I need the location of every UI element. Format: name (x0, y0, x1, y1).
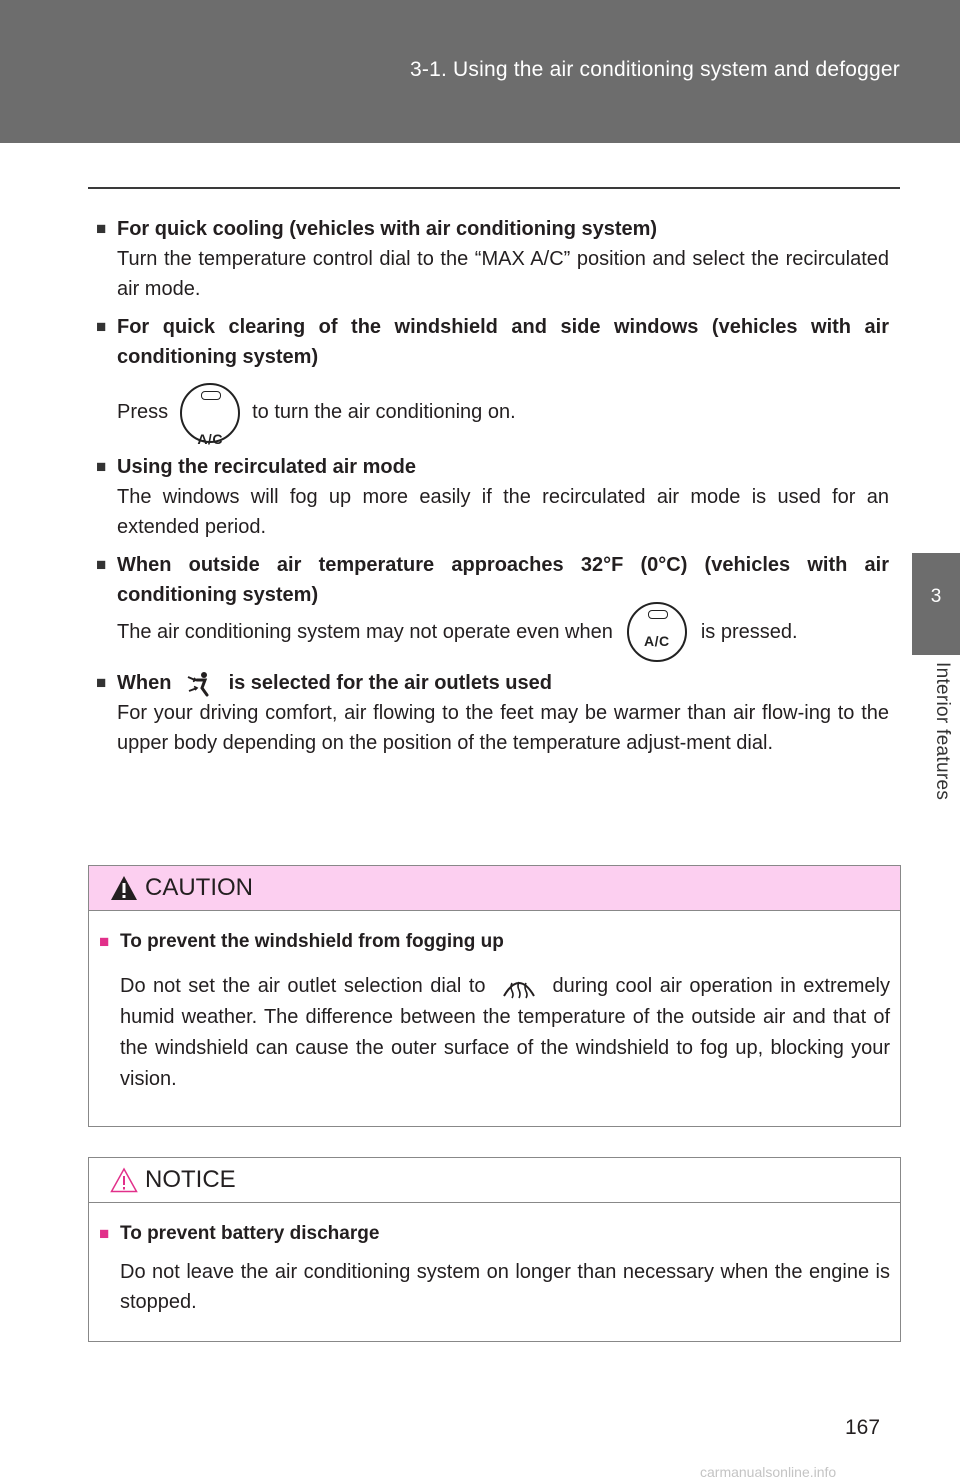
notice-box: NOTICE ■ To prevent battery discharge Do… (88, 1157, 901, 1342)
top-rule (88, 187, 900, 189)
list-item: ■ For quick cooling (vehicles with air c… (96, 214, 889, 304)
bullet: ■ (96, 317, 107, 336)
feet-upper-airflow-icon (187, 671, 209, 697)
item-heading: ■ Using the recirculated air mode (96, 452, 889, 482)
item-body: For your driving comfort, air flowing to… (117, 702, 889, 754)
page-number: 167 (845, 1416, 881, 1439)
warning-triangle-icon (111, 876, 137, 900)
chapter-label: Interior features (932, 662, 953, 801)
page-header: 3-1. Using the air conditioning system a… (0, 0, 960, 143)
item-heading: ■ When outside air temperature approache… (96, 550, 889, 610)
chapter-label-box (912, 655, 960, 855)
section-title: 3-1. Using the air conditioning system a… (410, 58, 900, 81)
item-heading: ■ For quick clearing of the windshield a… (96, 312, 889, 372)
bullet: ■ (99, 932, 110, 951)
chapter-number-box (912, 553, 960, 655)
item-heading: ■ When is selected for the air outlets u… (96, 668, 889, 698)
notice-label: NOTICE (145, 1166, 236, 1193)
caution-heading: ■ To prevent the windshield from fogging… (99, 927, 890, 957)
caution-header: CAUTION (89, 866, 900, 911)
item-body: The air conditioning system may not oper… (117, 602, 889, 662)
main-content: ■ For quick cooling (vehicles with air c… (96, 214, 889, 766)
list-item: ■ Using the recirculated air mode The wi… (96, 452, 889, 542)
ac-button-icon: A/C (626, 602, 687, 662)
caution-box: CAUTION ■ To prevent the windshield from… (88, 865, 901, 1127)
item-body: The windows will fog up more easily if t… (117, 486, 889, 538)
bullet: ■ (96, 219, 107, 238)
warning-triangle-outline-icon (110, 1167, 138, 1193)
bullet: ■ (99, 1224, 110, 1243)
bullet: ■ (96, 555, 107, 574)
caution-body: Do not set the air outlet selection dial… (120, 975, 891, 1090)
notice-body: Do not leave the air conditioning system… (120, 1261, 890, 1313)
bullet: ■ (96, 673, 107, 692)
bullet: ■ (96, 457, 107, 476)
windshield-defroster-icon (503, 981, 535, 999)
notice-heading: ■ To prevent battery discharge (99, 1219, 890, 1249)
watermark: carmanualsonline.info (700, 1464, 837, 1480)
list-item: ■ When outside air temperature approache… (96, 550, 889, 662)
notice-header: NOTICE (89, 1158, 900, 1203)
ac-button-icon: A/C (180, 382, 241, 447)
chapter-number: 3 (930, 586, 942, 607)
item-body: Turn the temperature control dial to the… (117, 248, 889, 300)
item-heading: ■ For quick cooling (vehicles with air c… (96, 214, 889, 244)
list-item: ■ When is selected for the air outlets u… (96, 668, 889, 758)
caution-label: CAUTION (145, 874, 253, 901)
list-item: ■ For quick clearing of the windshield a… (96, 312, 889, 447)
